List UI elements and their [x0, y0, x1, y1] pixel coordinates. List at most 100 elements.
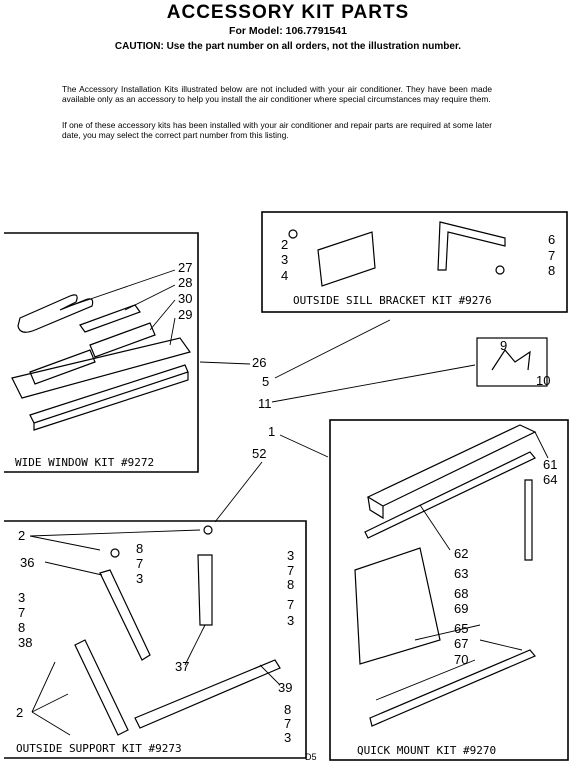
callout-7-support-b: 7: [18, 605, 26, 620]
callout-3-support-e: 3: [284, 730, 292, 745]
callout-3-support-b: 3: [18, 590, 26, 605]
support-bolt-left: [110, 548, 120, 558]
kit-label-support: OUTSIDE SUPPORT KIT #9273: [16, 742, 182, 755]
callout-29: 29: [178, 307, 193, 322]
sill-bracket-screw: [288, 229, 298, 239]
callout-7-support-e: 7: [284, 716, 292, 731]
callout-3-support-a: 3: [136, 571, 144, 586]
leader-2c-c: [31, 711, 71, 736]
leader-2c-b: [31, 693, 69, 713]
callout-7-support-d: 7: [287, 597, 295, 612]
leader-5: [274, 319, 391, 379]
leader-61: [534, 431, 549, 459]
support-brace-37: [197, 554, 213, 626]
callout-2-sill: 2: [281, 237, 289, 252]
wide-window-panel: [11, 337, 191, 399]
quick-mount-box: [329, 419, 569, 761]
wide-window-seal-loop: [17, 294, 94, 333]
callout-30: 30: [178, 291, 193, 306]
clip-part: [491, 348, 531, 371]
kit-label-wide-window: WIDE WINDOW KIT #9272: [15, 456, 155, 469]
leader-36: [44, 561, 103, 576]
support-brace-36: [99, 569, 151, 661]
leader-26: [199, 361, 251, 365]
quick-mount-bar: [369, 649, 536, 727]
leader-52: [214, 461, 263, 523]
callout-65: 65: [454, 621, 469, 636]
callout-8-support-c: 8: [287, 577, 295, 592]
callout-52: 52: [252, 446, 267, 461]
callout-7-sill: 7: [548, 248, 556, 263]
callout-8-support-b: 8: [18, 620, 26, 635]
callout-61: 61: [543, 457, 558, 472]
callout-67: 67: [454, 636, 469, 651]
callout-9: 9: [500, 338, 508, 353]
callout-11: 11: [258, 396, 272, 411]
leader-1: [279, 434, 329, 458]
callout-3-support-c: 3: [287, 548, 295, 563]
callout-38: 38: [18, 635, 33, 650]
callout-62: 62: [454, 546, 469, 561]
callout-8-sill: 8: [548, 263, 556, 278]
page-code: D5: [305, 752, 317, 762]
clip-box: [476, 337, 548, 387]
wide-window-box: [4, 232, 199, 473]
sill-bracket-arm: [437, 221, 506, 271]
leader-2c-a: [31, 661, 56, 713]
support-rail-lower: [74, 639, 129, 736]
leader-37: [184, 624, 206, 666]
leader-11: [271, 364, 476, 403]
wide-window-rail-lip: [33, 372, 189, 431]
callout-26: 26: [252, 355, 267, 370]
callout-28: 28: [178, 275, 193, 290]
leader-2b-a: [29, 535, 101, 551]
callout-64: 64: [543, 472, 558, 487]
callout-5: 5: [262, 374, 270, 389]
quick-mount-frame: [354, 547, 441, 665]
leader-27: [69, 269, 176, 307]
wide-window-foam-block-2: [29, 349, 96, 385]
quick-mount-channel-side: [367, 496, 384, 520]
support-bolt-top: [203, 525, 213, 535]
callout-3-sill: 3: [281, 252, 289, 267]
wide-window-foam-strip: [79, 304, 141, 333]
leader-65: [414, 624, 481, 641]
leader-67: [479, 639, 523, 651]
model-number: For Model: 106.7791541: [229, 25, 347, 37]
callout-7-support-a: 7: [136, 556, 144, 571]
callout-69: 69: [454, 601, 469, 616]
page-title: ACCESSORY KIT PARTS: [166, 2, 410, 23]
leader-62: [419, 504, 451, 551]
quick-mount-post: [524, 479, 533, 561]
quick-mount-strip: [364, 451, 536, 539]
leader-30: [149, 299, 176, 331]
callout-37: 37: [175, 659, 190, 674]
kit-label-quick-mount: QUICK MOUNT KIT #9270: [357, 744, 497, 757]
support-rail-long: [134, 659, 281, 729]
callout-27: 27: [178, 260, 193, 275]
callout-2-support-bottom: 2: [16, 705, 24, 720]
support-box: [4, 520, 307, 759]
intro-paragraph-1: The Accessory Installation Kits illustra…: [62, 84, 492, 104]
caution-note: CAUTION: Use the part number on all orde…: [114, 41, 462, 52]
leader-2b-b: [29, 529, 201, 537]
callout-7-support-c: 7: [287, 563, 295, 578]
wide-window-foam-block-1: [89, 322, 156, 358]
callout-8-support-e: 8: [284, 702, 292, 717]
leader-39: [259, 664, 281, 686]
kit-label-sill-bracket: OUTSIDE SILL BRACKET KIT #9276: [293, 294, 492, 307]
sill-bracket-plate: [317, 231, 376, 287]
callout-10: 10: [536, 373, 551, 388]
callout-3-support-d: 3: [287, 613, 295, 628]
leader-29: [169, 317, 176, 346]
callout-2-support-top: 2: [18, 528, 26, 543]
callout-39: 39: [278, 680, 293, 695]
sill-bracket-box: [261, 211, 568, 313]
leader-70: [375, 659, 476, 701]
callout-4: 4: [281, 268, 289, 283]
quick-mount-channel: [366, 424, 537, 507]
callout-36: 36: [20, 555, 35, 570]
callout-6: 6: [548, 232, 556, 247]
callout-63: 63: [454, 566, 469, 581]
